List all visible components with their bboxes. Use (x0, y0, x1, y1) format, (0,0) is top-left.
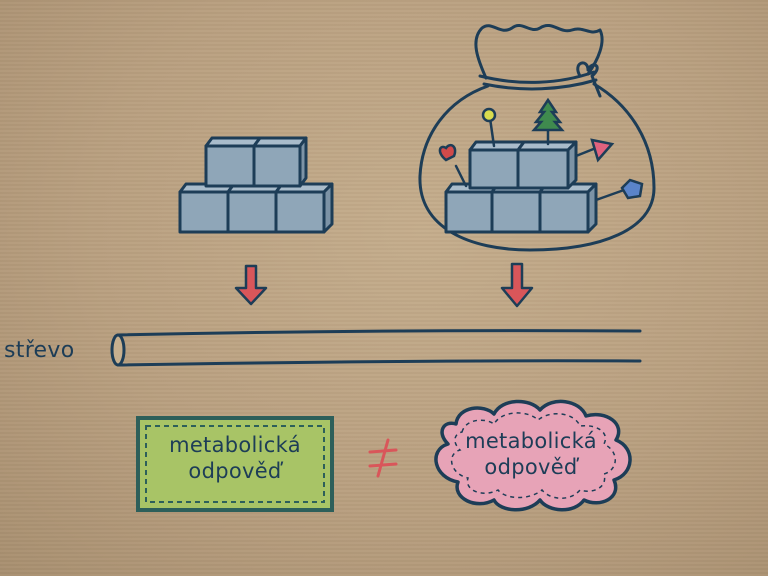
cube (274, 182, 334, 234)
cube (444, 182, 500, 234)
cube (252, 136, 308, 188)
tree-icon (531, 97, 565, 132)
yellow-ball-icon (481, 107, 497, 123)
right-response-line1: metabolická (465, 429, 597, 453)
cube (516, 140, 578, 190)
bag-tie (478, 70, 596, 84)
cube (226, 182, 284, 234)
right-response-line2: odpověď (484, 455, 578, 479)
heart-icon (438, 144, 457, 162)
triangle-icon (590, 138, 615, 163)
cube (204, 136, 262, 188)
right-response-cloud (434, 399, 632, 512)
food-matrix-bag (418, 23, 656, 252)
bag-bow (576, 61, 602, 98)
bag-decorations (438, 97, 644, 202)
bag-body (418, 82, 656, 252)
intestine-label: střevo (4, 338, 75, 363)
pentagon-icon (620, 178, 644, 200)
right-arrow (500, 262, 534, 308)
intestine-tube (110, 329, 642, 367)
bag-tie (482, 78, 598, 91)
left-response-box (136, 416, 334, 512)
not-equal-sign (368, 438, 398, 478)
left-arrow (234, 264, 268, 306)
cube (490, 182, 548, 234)
left-response-line2: odpověď (188, 459, 282, 483)
bag-top-ruffle (474, 23, 604, 80)
cube (178, 182, 236, 234)
bag-cube-stack (444, 140, 598, 234)
left-cube-stack (178, 136, 334, 234)
cube (538, 182, 598, 234)
left-response-line1: metabolická (169, 433, 301, 457)
cube (468, 140, 526, 190)
